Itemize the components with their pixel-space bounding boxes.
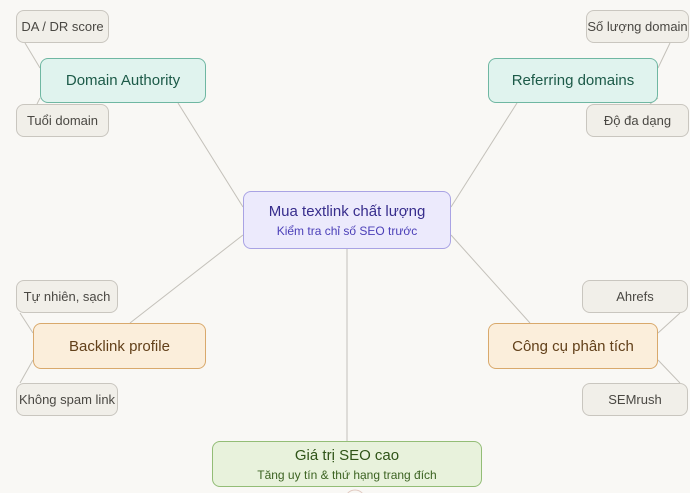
branch-label: Domain Authority bbox=[65, 72, 181, 89]
leaf-label: Ahrefs bbox=[616, 289, 654, 304]
outcome-title: Giá trị SEO cao bbox=[294, 446, 400, 464]
branch-label: Backlink profile bbox=[69, 337, 170, 355]
leaf-ahrefs[interactable]: Ahrefs bbox=[582, 280, 688, 313]
leaf-domain-count[interactable]: Số lượng domain bbox=[586, 10, 689, 43]
leaf-label: SEMrush bbox=[608, 392, 662, 407]
leaf-natural-clean[interactable]: Tự nhiên, sạch bbox=[16, 280, 118, 313]
leaf-label: DA / DR score bbox=[21, 19, 104, 34]
center-subtitle: Kiểm tra chỉ số SEO trước bbox=[276, 223, 418, 238]
leaf-diversity[interactable]: Độ đa dạng bbox=[586, 104, 689, 137]
leaf-label: Tuổi domain bbox=[26, 113, 99, 128]
leaf-label: Độ đa dạng bbox=[603, 113, 672, 128]
leaf-label: Số lượng domain bbox=[587, 19, 688, 34]
leaf-label: Không spam link bbox=[18, 392, 116, 407]
leaf-no-spam[interactable]: Không spam link bbox=[16, 383, 118, 416]
leaf-domain-age[interactable]: Tuổi domain bbox=[16, 104, 109, 137]
branch-backlink-profile[interactable]: Backlink profile bbox=[33, 323, 206, 369]
outcome-node[interactable]: Giá trị SEO cao Tăng uy tín & thứ hạng t… bbox=[212, 441, 482, 487]
center-node[interactable]: Mua textlink chất lượng Kiểm tra chỉ số … bbox=[243, 191, 451, 249]
center-title: Mua textlink chất lượng bbox=[268, 202, 426, 220]
branch-label: Referring domains bbox=[511, 72, 635, 89]
outcome-subtitle: Tăng uy tín & thứ hạng trang đích bbox=[257, 467, 437, 482]
branch-label: Công cụ phân tích bbox=[512, 337, 634, 355]
leaf-semrush[interactable]: SEMrush bbox=[582, 383, 688, 416]
leaf-da-dr-score[interactable]: DA / DR score bbox=[16, 10, 109, 43]
branch-domain-authority[interactable]: Domain Authority bbox=[40, 58, 206, 103]
branch-analysis-tools[interactable]: Công cụ phân tích bbox=[488, 323, 658, 369]
leaf-label: Tự nhiên, sạch bbox=[23, 289, 111, 304]
branch-referring-domains[interactable]: Referring domains bbox=[488, 58, 658, 103]
